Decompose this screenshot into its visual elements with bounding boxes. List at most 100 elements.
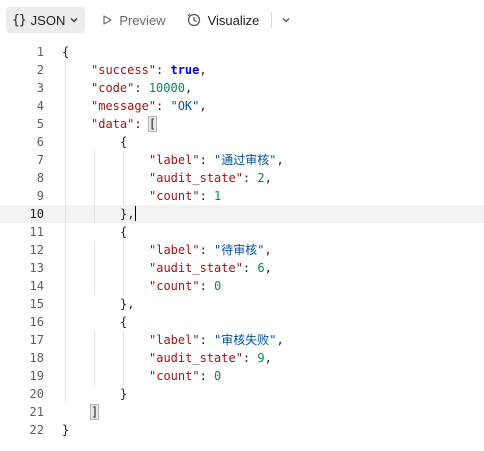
code-text: "audit_state": 6, xyxy=(149,259,272,277)
visualize-button[interactable]: Visualize xyxy=(180,7,266,33)
code-line[interactable]: 12 "label": "待审核", xyxy=(0,241,484,259)
line-number: 2 xyxy=(36,63,44,77)
code-token: { xyxy=(120,225,128,239)
code-line[interactable]: 22} xyxy=(0,421,484,439)
code-line[interactable]: 16{ xyxy=(0,313,484,331)
line-number: 6 xyxy=(36,135,44,149)
indent-guide xyxy=(65,367,66,385)
code-token: : xyxy=(242,261,258,275)
code-text: "code": 10000, xyxy=(91,79,192,97)
indent-guide xyxy=(123,277,124,295)
code-text: "label": "通过审核", xyxy=(149,151,284,169)
indent-guide xyxy=(94,277,95,295)
visualize-options-button[interactable] xyxy=(277,7,295,33)
code-token: : xyxy=(199,279,215,293)
indent-guide xyxy=(65,259,66,277)
code-line[interactable]: 13"audit_state": 6, xyxy=(0,259,484,277)
code-line[interactable]: 19"count": 0 xyxy=(0,367,484,385)
indent-guide xyxy=(65,385,66,403)
code-line[interactable]: 18"audit_state": 9, xyxy=(0,349,484,367)
line-number: 1 xyxy=(36,45,44,59)
indent-guide xyxy=(65,187,66,205)
indent-guide xyxy=(94,169,95,187)
code-line[interactable]: 11{ xyxy=(0,223,484,241)
code-token: 10000 xyxy=(148,81,185,95)
indent-guide xyxy=(65,133,66,151)
code-token: "data" xyxy=(91,117,135,131)
indent-guide xyxy=(94,259,95,277)
code-token: }, xyxy=(120,297,135,311)
code-line[interactable]: 8"audit_state": 2, xyxy=(0,169,484,187)
preview-button[interactable]: Preview xyxy=(95,7,171,33)
code-line[interactable]: 1{ xyxy=(0,43,484,61)
code-line[interactable]: 20} xyxy=(0,385,484,403)
code-text: "count": 1 xyxy=(149,187,221,205)
line-number: 10 xyxy=(29,207,44,221)
code-token: 2 xyxy=(257,171,265,185)
code-token: "count" xyxy=(149,189,200,203)
chevron-down-icon xyxy=(281,15,291,25)
line-number: 12 xyxy=(29,243,44,257)
code-token: : xyxy=(242,351,258,365)
indent-guide xyxy=(94,241,95,259)
line-number: 18 xyxy=(29,351,44,365)
indent-guide xyxy=(65,61,66,79)
code-token: 6 xyxy=(257,261,265,275)
code-token: "label" xyxy=(149,243,200,257)
code-line[interactable]: 17"label": "审核失败", xyxy=(0,331,484,349)
toolbar-divider xyxy=(271,12,273,28)
code-text: }, xyxy=(120,295,134,313)
code-text: { xyxy=(120,223,127,241)
code-token: , xyxy=(276,153,284,167)
format-dropdown[interactable]: {} JSON xyxy=(6,7,86,33)
line-number: 20 xyxy=(29,387,44,401)
indent-guide xyxy=(65,205,66,223)
code-token: "code" xyxy=(91,81,135,95)
code-line[interactable]: 10}, xyxy=(0,205,484,223)
indent-guide xyxy=(65,331,66,349)
code-text: "audit_state": 2, xyxy=(149,169,272,187)
line-number: 9 xyxy=(36,189,44,203)
code-line[interactable]: 2"success": true, xyxy=(0,61,484,79)
indent-guide xyxy=(65,169,66,187)
code-token: "audit_state" xyxy=(149,171,243,185)
indent-guide xyxy=(65,79,66,97)
code-token: : xyxy=(199,153,215,167)
code-token: : xyxy=(199,243,215,257)
code-line[interactable]: 3"code": 10000, xyxy=(0,79,484,97)
indent-guide xyxy=(123,241,124,259)
code-line[interactable]: 5"data": [ xyxy=(0,115,484,133)
code-token: } xyxy=(120,387,128,401)
indent-guide xyxy=(65,223,66,241)
code-line[interactable]: 21] xyxy=(0,403,484,421)
code-line[interactable]: 7"label": "通过审核", xyxy=(0,151,484,169)
code-token: "count" xyxy=(149,279,200,293)
code-text: "label": "待审核", xyxy=(149,241,272,259)
response-toolbar: {} JSON Preview Visualize xyxy=(0,0,484,40)
code-text: }, xyxy=(120,205,137,223)
code-line[interactable]: 9 "count": 1 xyxy=(0,187,484,205)
code-token: { xyxy=(62,45,70,59)
code-line[interactable]: 4"message": "OK", xyxy=(0,97,484,115)
code-token: "label" xyxy=(149,153,200,167)
indent-guide xyxy=(94,151,95,169)
code-line[interactable]: 14"count": 0 xyxy=(0,277,484,295)
line-number: 16 xyxy=(29,315,44,329)
code-line[interactable]: 15}, xyxy=(0,295,484,313)
code-line[interactable]: 6{ xyxy=(0,133,484,151)
code-editor[interactable]: 1{2"success": true,3"code": 10000,4"mess… xyxy=(0,40,484,451)
code-token: "OK" xyxy=(170,99,200,113)
code-token: , xyxy=(199,63,207,77)
format-label: JSON xyxy=(30,12,66,28)
indent-guide xyxy=(123,151,124,169)
play-icon xyxy=(101,14,113,26)
indent-guide xyxy=(94,367,95,385)
indent-guide xyxy=(65,241,66,259)
line-number: 14 xyxy=(29,279,44,293)
code-token: [ xyxy=(147,116,158,132)
line-number: 22 xyxy=(29,423,44,437)
code-token: }, xyxy=(120,207,135,221)
code-token: "success" xyxy=(91,63,157,77)
code-text: "count": 0 xyxy=(149,367,221,385)
